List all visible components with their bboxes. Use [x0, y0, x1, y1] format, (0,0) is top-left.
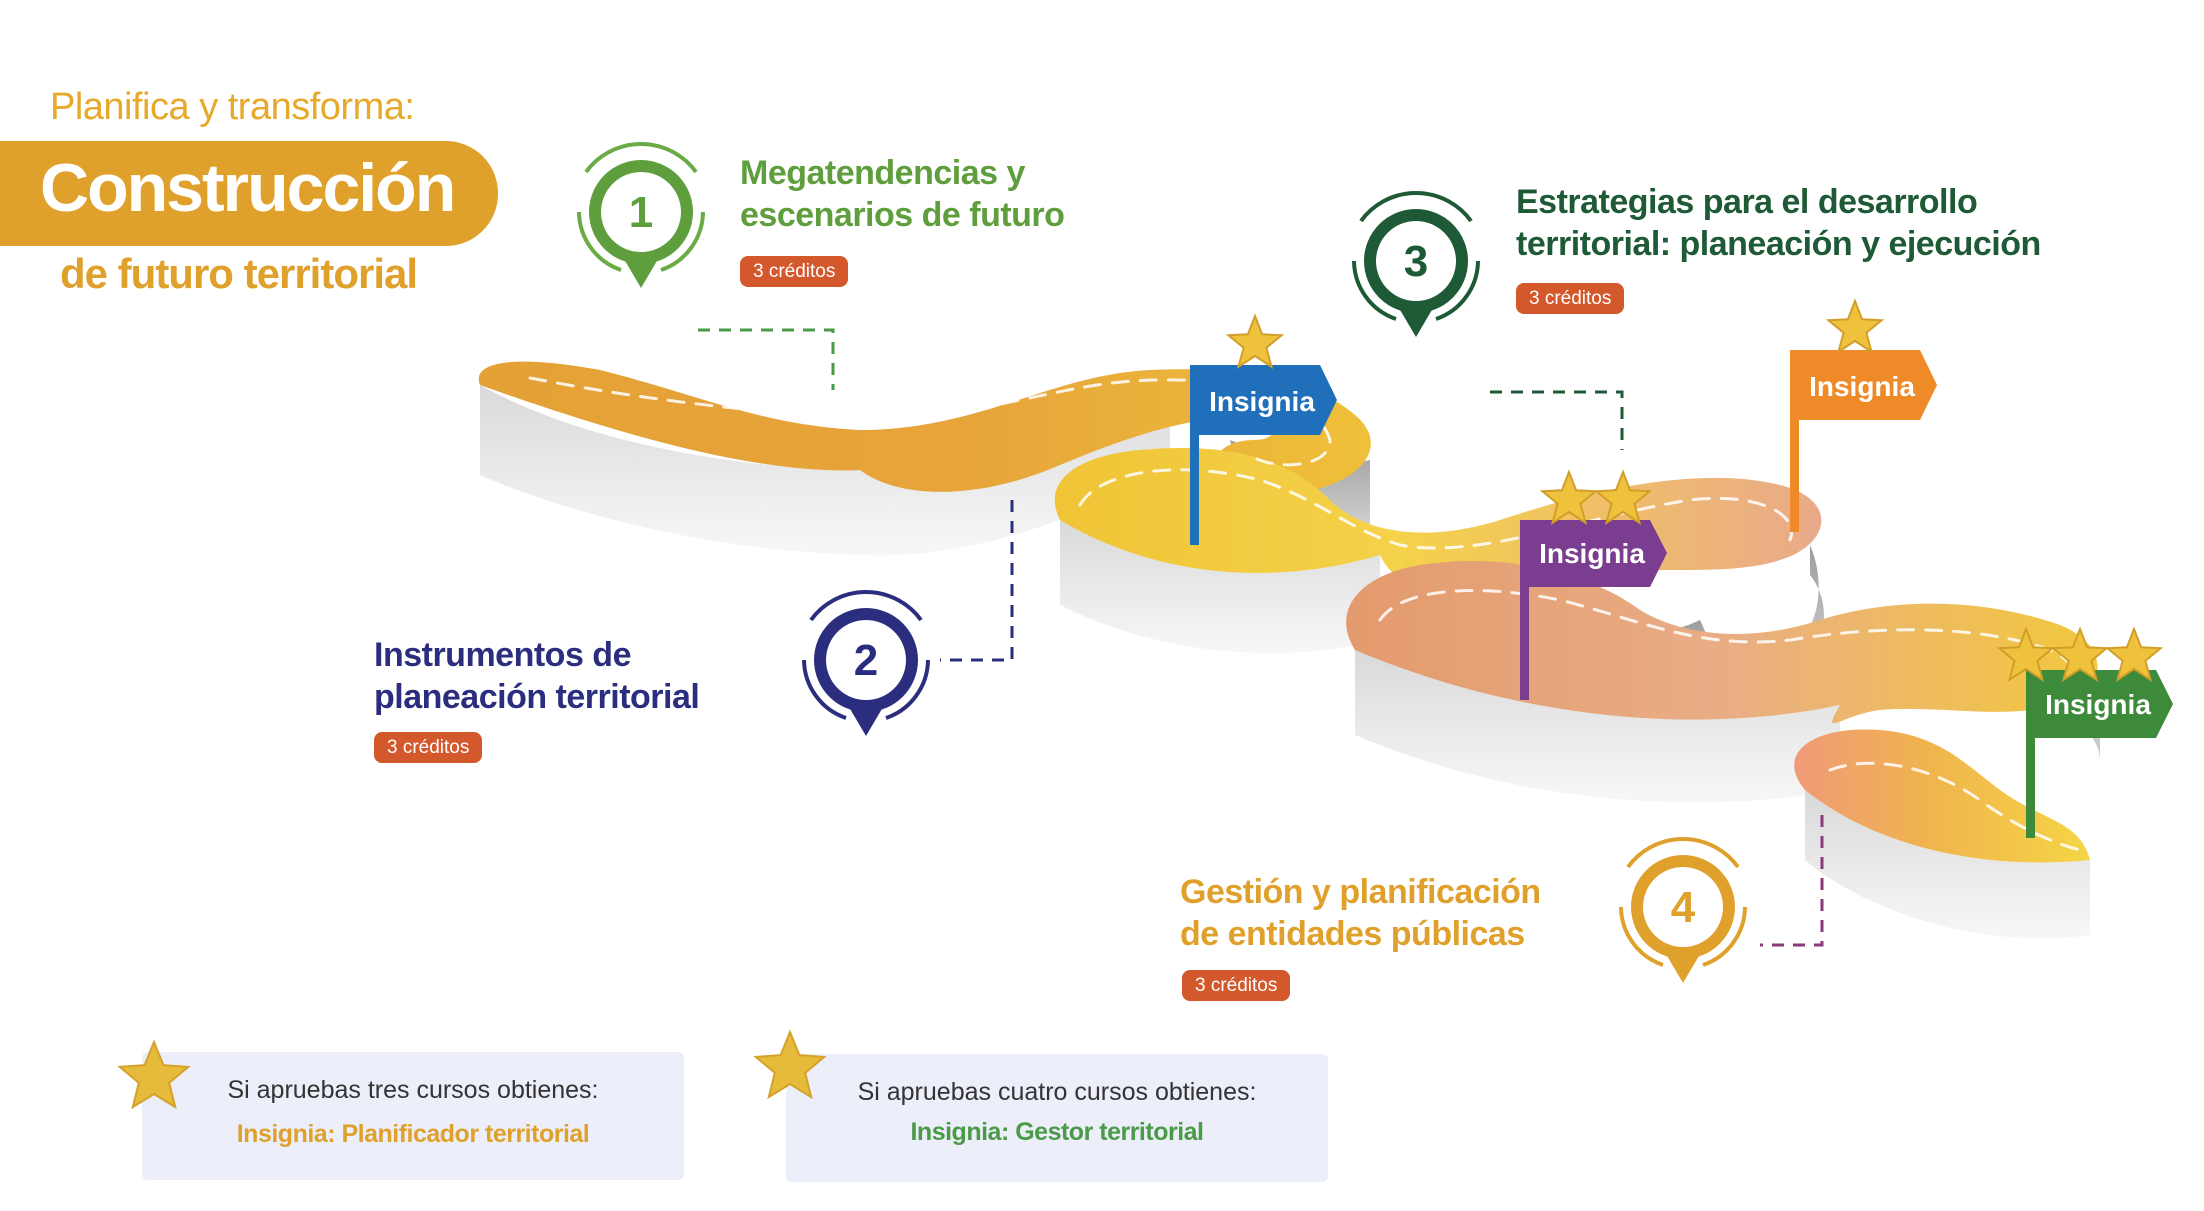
credits-badge: 3 créditos — [1182, 970, 1291, 1001]
info-box-four-courses: Si apruebas cuatro cursos obtienes: Insi… — [786, 1054, 1328, 1182]
flag-label: Insignia — [1539, 538, 1645, 569]
step-title-line: territorial: planeación y ejecución — [1516, 225, 2041, 263]
step-title-line: Estrategias para el desarrollo — [1516, 183, 1978, 221]
map-pin-icon — [1619, 837, 1747, 983]
credits-badge: 3 créditos — [1516, 283, 1625, 314]
page-subtitle: de futuro territorial — [60, 250, 418, 297]
info-text: Si apruebas cuatro cursos obtienes: — [857, 1078, 1257, 1106]
step-2-title: Instrumentos de planeación territorial — [374, 634, 700, 718]
step-title-line: Gestión y planificación — [1180, 873, 1541, 911]
flag-icon — [2026, 670, 2173, 838]
credits-badge: 3 créditos — [374, 732, 483, 763]
step-1-title: Megatendencias y escenarios de futuro — [740, 152, 1065, 236]
flag-icon — [1190, 365, 1337, 545]
step-4-title: Gestión y planificación de entidades púb… — [1180, 871, 1541, 955]
step-3-title: Estrategias para el desarrollo territori… — [1516, 181, 2041, 265]
stars-layer — [1225, 298, 2164, 682]
flag-icon — [1520, 520, 1667, 700]
step-number: 2 — [854, 636, 878, 685]
step-number: 1 — [629, 188, 653, 237]
credits-badge: 3 créditos — [740, 256, 849, 287]
dashed-connectors — [698, 328, 1824, 947]
flag-label: Insignia — [1209, 386, 1315, 417]
star-icon — [753, 1029, 827, 1100]
info-badge-name: Insignia: Planificador territorial — [236, 1120, 590, 1148]
star-icon — [1825, 298, 1885, 354]
map-pin-icon — [1352, 191, 1480, 337]
page-title: Construcción — [40, 150, 456, 226]
map-pin-icon — [802, 590, 930, 736]
info-text: Si apruebas tres cursos obtienes: — [227, 1076, 599, 1104]
info-badge-name: Insignia: Gestor territorial — [910, 1118, 1204, 1146]
star-icon — [1593, 469, 1653, 525]
step-title-line: de entidades públicas — [1180, 915, 1525, 953]
map-pin-icon — [577, 142, 705, 288]
header-title-pill — [0, 141, 498, 246]
header-kicker: Planifica y transforma: — [50, 86, 415, 128]
flag-label: Insignia — [1809, 371, 1915, 402]
flag-label: Insignia — [2045, 689, 2151, 720]
star-icon — [117, 1039, 191, 1110]
step-number: 3 — [1404, 237, 1428, 286]
flag-icon — [1790, 350, 1937, 532]
star-icon — [1996, 626, 2056, 682]
step-title-line: Instrumentos de — [374, 636, 631, 674]
star-icon — [1225, 313, 1285, 369]
step-title-line: escenarios de futuro — [740, 196, 1065, 234]
road-lane-markings — [528, 376, 2082, 852]
star-icon — [2050, 626, 2110, 682]
step-title-line: Megatendencias y — [740, 154, 1025, 192]
star-icon — [2104, 626, 2164, 682]
step-title-line: planeación territorial — [374, 678, 700, 716]
info-box-three-courses: Si apruebas tres cursos obtienes: Insign… — [142, 1052, 684, 1180]
star-icon — [1539, 469, 1599, 525]
step-number: 4 — [1671, 883, 1696, 932]
